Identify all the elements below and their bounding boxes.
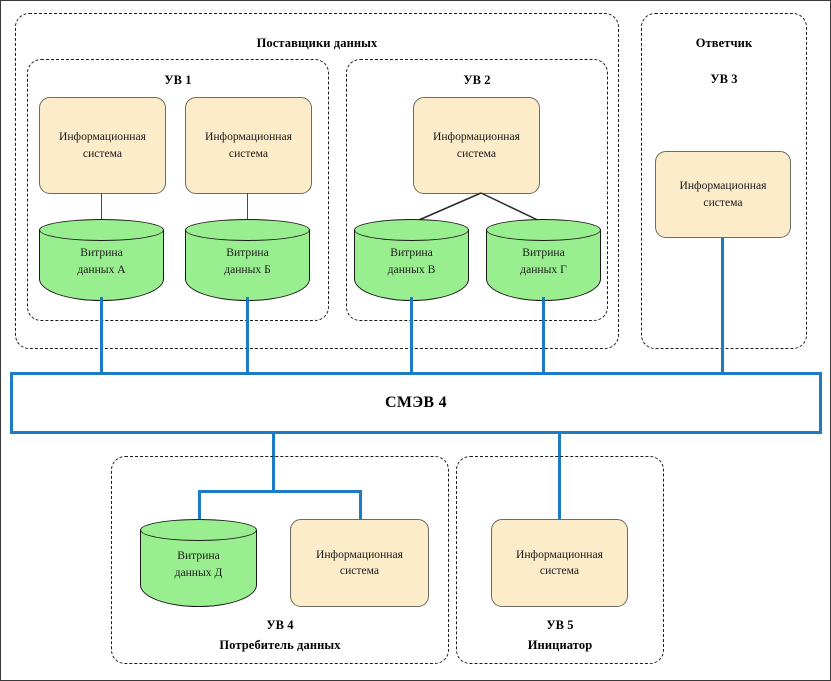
is-uv1-a-line1: Информационная xyxy=(58,130,146,144)
information-system-uv5: Информационная система xyxy=(491,519,628,607)
group-uv2: УВ 2 xyxy=(346,59,608,321)
information-system-uv3: Информационная система xyxy=(655,151,791,238)
group-uv2-title: УВ 2 xyxy=(463,73,491,87)
is-uv2-line2: система xyxy=(456,146,497,160)
is-uv2-line1: Информационная xyxy=(432,130,520,144)
information-system-uv4: Информационная система xyxy=(290,519,429,607)
data-mart-v-body xyxy=(354,230,469,301)
is-uv4-line1: Информационная xyxy=(315,547,403,561)
data-mart-d-top xyxy=(140,519,257,541)
data-mart-v-top xyxy=(354,219,469,241)
data-mart-d: Витрина данных Д xyxy=(140,519,257,607)
is-uv1-b-line2: система xyxy=(228,146,269,160)
link-mart-v-to-hub xyxy=(410,297,413,375)
group-uv5-role: Инициатор xyxy=(527,638,593,652)
link-hub-to-uv4 xyxy=(272,432,275,491)
group-uv1-title: УВ 1 xyxy=(164,73,192,87)
data-mart-a: Витрина данных А xyxy=(39,219,164,301)
link-mart-g-to-hub xyxy=(542,297,545,375)
data-mart-b-top xyxy=(185,219,310,241)
information-system-uv1-b: Информационная система xyxy=(185,97,312,194)
data-mart-a-body xyxy=(39,230,164,301)
is-uv5-line1: Информационная xyxy=(515,547,603,561)
link-hub-to-uv5 xyxy=(558,432,561,521)
data-mart-v-label: Витрина данных В xyxy=(387,245,436,276)
group-uv3-title: УВ 3 xyxy=(710,72,738,86)
smev-hub-label: СМЭВ 4 xyxy=(385,394,447,411)
data-mart-d-body xyxy=(140,530,257,607)
link-bracket-to-is-uv4 xyxy=(359,490,362,521)
group-uv4: УВ 4 Потребитель данных xyxy=(111,456,449,664)
group-uv1: УВ 1 xyxy=(27,59,329,321)
group-uv5: УВ 5 Инициатор xyxy=(456,456,664,664)
information-system-uv1-a: Информационная система xyxy=(39,97,166,194)
data-mart-g-body xyxy=(486,230,601,301)
connector-is-uv1b-to-mart-b xyxy=(247,193,249,221)
group-providers-title: Поставщики данных xyxy=(256,36,378,50)
is-uv3-line1: Информационная xyxy=(679,179,767,193)
group-providers: Поставщики данных xyxy=(15,13,619,349)
link-mart-b-to-hub xyxy=(246,297,249,375)
group-respondent: Ответчик УВ 3 xyxy=(641,13,807,349)
smev-hub-bar: СМЭВ 4 xyxy=(10,372,822,434)
is-uv5-line2: система xyxy=(539,564,580,577)
group-uv5-title: УВ 5 xyxy=(546,618,574,632)
data-mart-d-label: Витрина данных Д xyxy=(174,548,223,579)
is-uv1-a-line2: система xyxy=(82,146,123,160)
data-mart-g: Витрина данных Г xyxy=(486,219,601,301)
data-mart-v: Витрина данных В xyxy=(354,219,469,301)
group-respondent-title: Ответчик xyxy=(695,36,753,50)
link-mart-a-to-hub xyxy=(100,297,103,375)
information-system-uv2: Информационная система xyxy=(413,97,540,194)
link-bracket-to-mart-d xyxy=(198,490,201,521)
data-mart-b: Витрина данных Б xyxy=(185,219,310,301)
data-mart-g-label: Витрина данных Г xyxy=(520,245,567,276)
is-uv4-line2: система xyxy=(339,564,380,577)
connector-is-uv1a-to-mart-a xyxy=(101,193,103,221)
data-mart-a-label: Витрина данных А xyxy=(77,245,126,276)
link-is-uv3-to-hub xyxy=(721,237,724,375)
data-mart-b-label: Витрина данных Б xyxy=(224,245,271,276)
is-uv3-line2: система xyxy=(703,195,743,209)
data-mart-a-top xyxy=(39,219,164,241)
is-uv1-b-line1: Информационная xyxy=(204,130,292,144)
data-mart-g-top xyxy=(486,219,601,241)
group-uv4-role: Потребитель данных xyxy=(219,638,341,652)
bracket-uv4 xyxy=(198,490,362,493)
group-uv4-title: УВ 4 xyxy=(266,618,294,632)
